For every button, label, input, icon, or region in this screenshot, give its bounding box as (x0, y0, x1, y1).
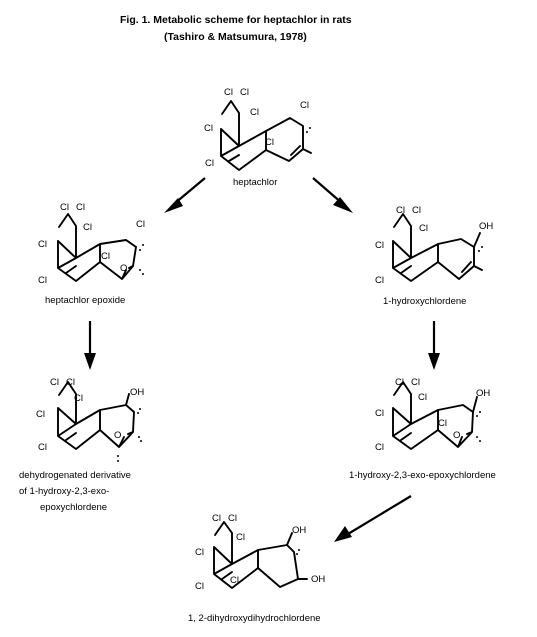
dehydrogenated-derivative-structure: Cl Cl Cl Cl Cl OH O (36, 377, 144, 462)
chlorine-label: Cl (412, 205, 421, 216)
epoxide-oxygen-label: O (120, 263, 127, 274)
hydroxyl-label: OH (130, 387, 144, 398)
chlorine-label: Cl (101, 251, 110, 262)
chlorine-label: Cl (240, 87, 249, 98)
hydroxyl-label: OH (479, 221, 493, 232)
chlorine-label: Cl (265, 137, 274, 148)
reaction-arrow (312, 177, 353, 213)
chlorine-label: Cl (36, 409, 45, 420)
chlorine-label: Cl (60, 202, 69, 213)
chlorine-label: Cl (50, 377, 59, 388)
hydroxyl-label: OH (292, 525, 306, 536)
figure-title: Fig. 1. Metabolic scheme for heptachlor … (120, 14, 352, 26)
compound-caption: epoxychlordene (40, 502, 107, 513)
figure-citation: (Tashiro & Matsumura, 1978) (164, 31, 307, 43)
heptachlor-epoxide-structure: Cl Cl Cl Cl Cl Cl Cl O (38, 202, 145, 286)
compound-caption: dehydrogenated derivative (19, 470, 131, 481)
chlorine-label: Cl (411, 377, 420, 388)
chlorine-label: Cl (230, 575, 239, 586)
chlorine-label: Cl (250, 107, 259, 118)
compound-caption: 1-hydroxy-2,3-exo-epoxychlordene (349, 470, 496, 481)
chlorine-label: Cl (396, 205, 405, 216)
chlorine-label: Cl (38, 275, 47, 286)
chlorine-label: Cl (418, 392, 427, 403)
chlorine-label: Cl (438, 418, 447, 429)
chlorine-label: Cl (228, 513, 237, 524)
chlorine-label: Cl (375, 275, 384, 286)
dihydroxydihydrochlordene-structure: Cl Cl Cl Cl Cl Cl OH OH (195, 513, 325, 592)
reaction-arrow (428, 321, 440, 370)
reaction-arrow (164, 177, 206, 213)
chlorine-label: Cl (195, 581, 204, 592)
chlorine-label: Cl (76, 202, 85, 213)
chlorine-label: Cl (375, 408, 384, 419)
compound-caption: 1, 2-dihydroxydihydrochlordene (188, 613, 321, 624)
chlorine-label: Cl (224, 87, 233, 98)
hydroxyl-label: OH (476, 388, 490, 399)
chlorine-label: Cl (236, 532, 245, 543)
epoxide-oxygen-label: O (114, 430, 121, 441)
chlorine-label: Cl (204, 123, 213, 134)
chlorine-label: Cl (375, 240, 384, 251)
chlorine-label: Cl (66, 377, 75, 388)
hydroxy-epoxychlordene-structure: Cl Cl Cl Cl Cl Cl OH O (375, 377, 490, 453)
hydroxyl-label: OH (311, 574, 325, 585)
chlorine-label: Cl (419, 223, 428, 234)
compound-caption: heptachlor (233, 177, 277, 188)
chlorine-label: Cl (195, 547, 204, 558)
chlorine-label: Cl (38, 442, 47, 453)
chlorine-label: Cl (300, 100, 309, 111)
reaction-arrow (334, 495, 412, 542)
chlorine-label: Cl (212, 513, 221, 524)
chlorine-label: Cl (375, 442, 384, 453)
chlorine-label: Cl (74, 393, 83, 404)
reaction-arrow (84, 321, 96, 370)
chlorine-label: Cl (38, 239, 47, 250)
epoxide-oxygen-label: O (453, 430, 460, 441)
chlorine-label: Cl (395, 377, 404, 388)
compound-caption: heptachlor epoxide (45, 295, 125, 306)
heptachlor-structure: Cl Cl Cl Cl Cl Cl Cl (204, 87, 312, 171)
chlorine-label: Cl (136, 219, 145, 230)
chlorine-label: Cl (205, 158, 214, 169)
hydroxychlordene-structure: Cl Cl Cl Cl Cl OH (375, 205, 493, 286)
chlorine-label: Cl (83, 222, 92, 233)
compound-caption: of 1-hydroxy-2,3-exo- (19, 486, 109, 497)
compound-caption: 1-hydroxychlordene (383, 296, 466, 307)
